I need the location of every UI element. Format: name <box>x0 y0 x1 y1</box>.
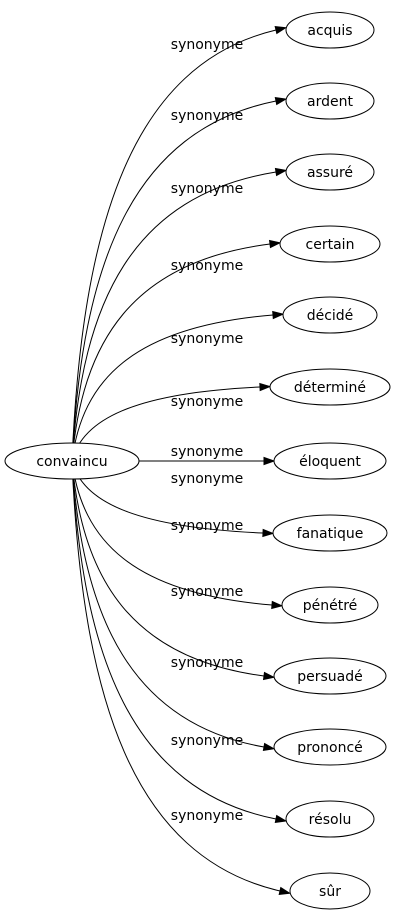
synonym-node-label: sûr <box>319 884 341 900</box>
synonym-node-6: éloquent <box>273 442 387 480</box>
synonym-node-label: déterminé <box>294 380 366 396</box>
arrowhead-2 <box>274 167 288 177</box>
center-node-ellipse <box>4 442 140 480</box>
synonym-node-ellipse <box>285 82 375 120</box>
synonym-node-4: décidé <box>282 296 378 334</box>
synonym-node-ellipse <box>269 368 391 406</box>
synonym-node-ellipse <box>272 514 388 552</box>
synonym-node-ellipse <box>279 225 381 263</box>
synonym-node-label: persuadé <box>297 669 363 685</box>
arrowhead-12 <box>278 886 292 895</box>
synonym-node-ellipse <box>285 153 375 191</box>
synonym-node-label: certain <box>306 237 355 253</box>
synonym-node-ellipse <box>285 800 375 838</box>
synonym-node-5: déterminé <box>269 368 391 406</box>
edge-label-5: synonyme <box>171 394 243 410</box>
arrowhead-6 <box>263 456 276 466</box>
edge-label-11: synonyme <box>171 733 243 749</box>
synonym-node-label: résolu <box>309 812 352 828</box>
synonym-node-10: prononcé <box>273 728 387 766</box>
synonym-node-ellipse <box>289 872 371 910</box>
edge-1 <box>71 100 277 462</box>
edge-label-2: synonyme <box>171 181 243 197</box>
arrowhead-7 <box>262 528 275 538</box>
synonym-node-label: fanatique <box>297 526 364 542</box>
edge-8 <box>71 460 273 606</box>
synonym-node-label: éloquent <box>299 454 361 470</box>
edge-11 <box>71 460 277 820</box>
synonym-node-ellipse <box>281 586 379 624</box>
edge-label-4: synonyme <box>171 331 243 347</box>
edge-0 <box>71 29 277 462</box>
edge-label-10: synonyme <box>171 655 243 671</box>
arrowhead-5 <box>259 382 272 392</box>
synonym-node-11: résolu <box>285 800 375 838</box>
edge-label-12: synonyme <box>171 808 243 824</box>
arrowhead-3 <box>268 239 282 249</box>
edge-3 <box>71 243 271 462</box>
edge-label-0: synonyme <box>171 37 243 53</box>
synonym-node-12: sûr <box>289 872 371 910</box>
arrowhead-0 <box>274 26 288 35</box>
edge-labels-layer: synonyme synonyme synonyme synonyme synonyme… <box>171 37 243 824</box>
synonym-node-3: certain <box>279 225 381 263</box>
synonym-node-8: pénétré <box>281 586 379 624</box>
arrowhead-4 <box>272 310 285 320</box>
synonym-node-label: ardent <box>307 94 353 110</box>
edge-9 <box>71 460 265 677</box>
edge-12 <box>71 460 281 892</box>
arrowhead-11 <box>274 814 288 824</box>
synonym-nodes-layer: acquis ardent assuré certain décidé déterminé… <box>269 11 391 910</box>
arrowhead-1 <box>274 96 288 106</box>
synonym-node-label: acquis <box>307 23 352 39</box>
synonym-node-ellipse <box>273 728 387 766</box>
synonym-node-ellipse <box>285 11 375 49</box>
synonym-node-2: assuré <box>285 153 375 191</box>
edge-label-6: synonyme <box>171 444 243 460</box>
synonym-node-ellipse <box>273 657 387 695</box>
synonym-node-7: fanatique <box>272 514 388 552</box>
synonym-node-ellipse <box>273 442 387 480</box>
synonym-node-label: prononcé <box>297 740 363 756</box>
edge-label-8: synonyme <box>171 518 243 534</box>
synonym-node-label: décidé <box>307 308 354 324</box>
edge-10 <box>71 460 265 748</box>
synonym-node-label: pénétré <box>303 598 358 614</box>
edge-label-9: synonyme <box>171 584 243 600</box>
edges-layer <box>71 26 292 895</box>
edge-label-3: synonyme <box>171 258 243 274</box>
synonym-node-9: persuadé <box>273 657 387 695</box>
synonym-node-label: assuré <box>307 165 353 181</box>
edge-label-7: synonyme <box>171 471 243 487</box>
synonym-node-1: ardent <box>285 82 375 120</box>
arrowhead-8 <box>271 600 284 610</box>
arrowhead-9 <box>262 671 276 681</box>
edge-4 <box>71 314 274 462</box>
edge-label-1: synonyme <box>171 108 243 124</box>
edge-2 <box>71 171 277 462</box>
synonym-node-0: acquis <box>285 11 375 49</box>
center-node-label: convaincu <box>36 454 107 470</box>
arrowhead-10 <box>262 742 276 752</box>
center-node: convaincu <box>4 442 140 480</box>
synonym-node-ellipse <box>282 296 378 334</box>
